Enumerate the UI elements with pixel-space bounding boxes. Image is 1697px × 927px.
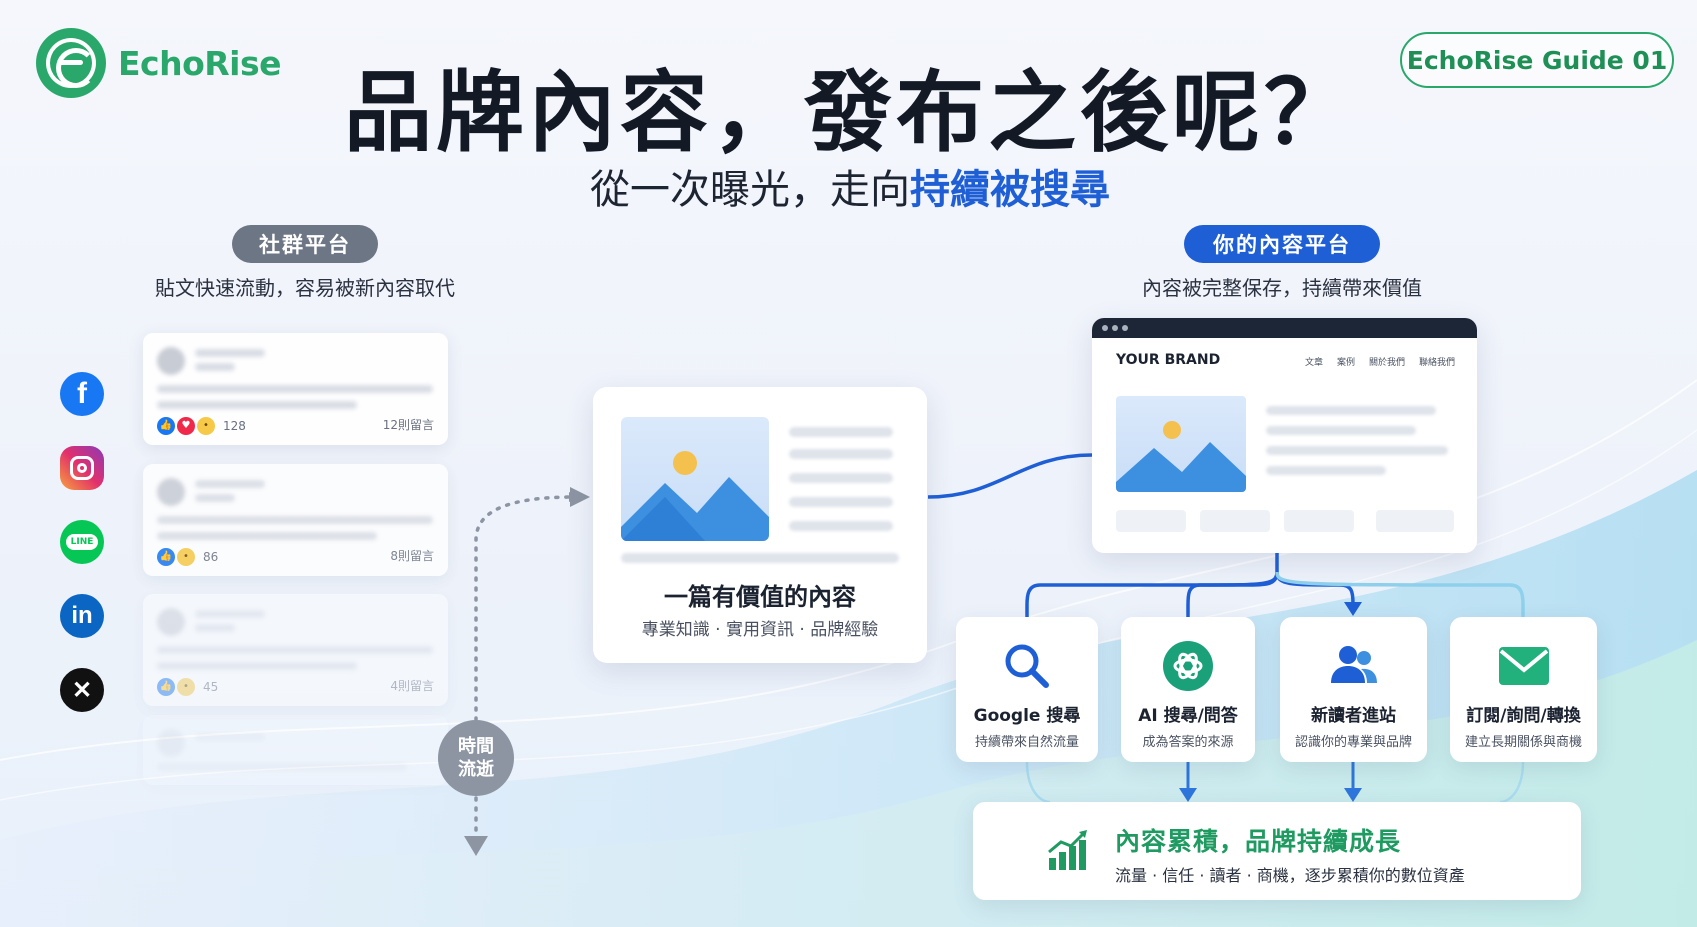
website-nav: 文章 案例 關於我們 聯絡我們 [1305,355,1455,368]
echorise-logo: EchoRise [36,28,306,98]
mail-icon [1498,647,1549,685]
reaction-summary: 👍 ♥ • 128 [157,417,246,435]
channel-subtitle: 建立長期關係與商機 [1464,735,1582,750]
social-post-card: 👍 • 45 4則留言 [143,594,448,706]
growth-chart-icon [1048,830,1087,870]
brand-website-mockup: YOUR BRAND 文章 案例 關於我們 聯絡我們 [1092,318,1477,553]
line-icon: LINE [60,520,104,564]
channel-card-new-readers: 新讀者進站 認識你的專業與品牌 [1280,617,1427,762]
echorise-logo-icon [36,28,106,98]
social-platform-pill: 社群平台 [232,225,378,263]
channel-title: 新讀者進站 [1311,706,1396,726]
subtitle-highlight: 持續被搜尋 [910,167,1110,213]
website-nav-item: 文章 [1304,358,1323,368]
guide-badge: EchoRise Guide 01 [1400,32,1674,88]
reaction-summary: 👍 • 45 [157,678,218,696]
like-icon: 👍 [157,548,175,566]
website-nav-item: 案例 [1336,358,1355,368]
avatar [157,347,185,375]
reaction-count: 128 [223,419,246,433]
ai-icon [1163,641,1213,691]
channel-card-ai-search: AI 搜尋/問答 成為答案的來源 [1121,617,1255,762]
platform-caption: 內容被完整保存，持續帶來價值 [1142,276,1422,300]
linkedin-icon: in [60,594,104,638]
facebook-icon: f [60,372,104,416]
love-icon: ♥ [177,417,195,435]
result-title: 內容累積，品牌持續成長 [1115,827,1402,856]
channel-subtitle: 認識你的專業與品牌 [1294,735,1412,750]
website-nav-item: 聯絡我們 [1418,358,1455,368]
reaction-summary: 👍 • 86 [157,548,218,566]
social-post-card-faded [143,715,448,785]
valuable-content-card: 一篇有價值的內容 專業知識 · 實用資訊 · 品牌經驗 [593,387,927,663]
comment-count: 4則留言 [390,679,434,693]
reaction-count: 45 [203,680,219,694]
like-icon: 👍 [157,417,175,435]
reaction-count: 86 [203,550,219,564]
line-icon-label: LINE [65,534,99,550]
instagram-icon [60,446,104,490]
website-nav-item: 關於我們 [1368,358,1405,368]
time-label-line1: 時間 [458,736,494,757]
avatar [157,729,185,757]
wow-icon: • [177,548,195,566]
comment-count: 8則留言 [390,549,434,563]
channel-subtitle: 成為答案的來源 [1142,735,1234,750]
like-icon: 👍 [157,678,175,696]
channel-card-conversion: 訂閱/詢問/轉換 建立長期關係與商機 [1450,617,1597,762]
result-subtitle: 流量 · 信任 · 讀者 · 商機，逐步累積你的數位資產 [1115,866,1465,885]
social-caption: 貼文快速流動，容易被新內容取代 [155,276,455,300]
subtitle-prefix: 從一次曝光，走向 [590,167,910,213]
avatar [157,478,185,506]
social-post-card: 👍 ♥ • 128 12則留言 [143,333,448,445]
wow-icon: • [197,417,215,435]
growth-result-card: 內容累積，品牌持續成長 流量 · 信任 · 讀者 · 商機，逐步累積你的數位資產 [973,802,1581,900]
users-icon [1330,646,1377,683]
channel-card-google-search: Google 搜尋 持續帶來自然流量 [956,617,1098,762]
time-label-line2: 流逝 [458,759,494,780]
channel-title: AI 搜尋/問答 [1138,706,1238,726]
channel-title: 訂閱/詢問/轉換 [1466,706,1581,726]
content-title: 一篇有價值的內容 [664,583,856,611]
search-icon [1005,644,1049,688]
wow-icon: • [177,678,195,696]
your-platform-pill: 你的內容平台 [1184,225,1380,263]
image-placeholder-icon [1116,396,1246,492]
content-subtitle: 專業知識 · 實用資訊 · 品牌經驗 [641,620,879,640]
x-icon: ✕ [60,668,104,712]
time-passing-badge: 時間 流逝 [438,720,514,796]
comment-count: 12則留言 [382,418,434,432]
browser-bar [1092,318,1477,338]
image-placeholder-icon [621,417,769,541]
channel-title: Google 搜尋 [973,706,1081,726]
page-title: 品牌內容，發布之後呢？ [343,61,1356,164]
avatar [157,608,185,636]
website-brand: YOUR BRAND [1116,352,1221,368]
social-icons-list: f LINE in ✕ [60,372,108,742]
page-subtitle: 從一次曝光，走向持續被搜尋 [380,157,1320,215]
channel-subtitle: 持續帶來自然流量 [974,735,1079,750]
social-post-card: 👍 • 86 8則留言 [143,464,448,576]
brand-name: EchoRise [118,43,282,83]
